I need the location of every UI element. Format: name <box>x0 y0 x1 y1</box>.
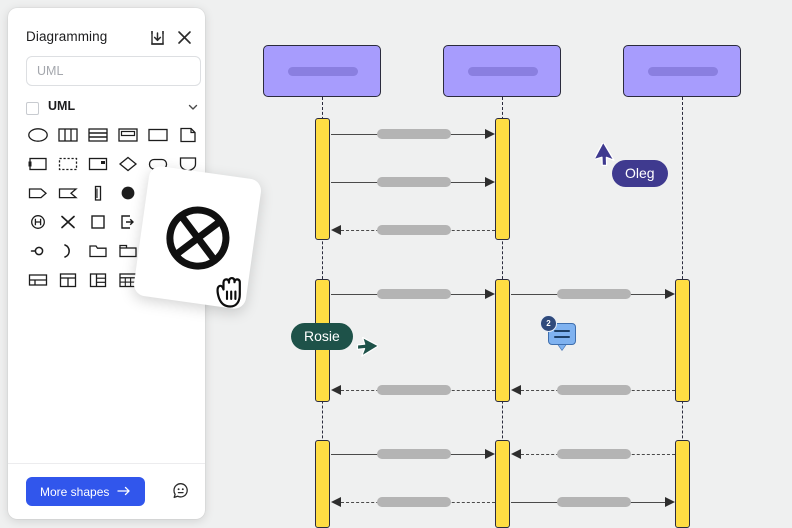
lifeline-label-placeholder <box>468 67 538 76</box>
search-input[interactable] <box>26 56 201 86</box>
feedback-face-icon[interactable] <box>171 481 191 501</box>
cursor-pointer-oleg-icon <box>593 141 617 174</box>
shape-group-row[interactable]: UML <box>26 99 201 119</box>
assembly-connector-icon <box>166 206 229 269</box>
cursor-label-oleg: Oleg <box>612 160 668 187</box>
shape-group-checkbox[interactable] <box>26 102 39 115</box>
chevron-down-icon[interactable] <box>187 100 199 112</box>
shape-rect-header[interactable] <box>113 120 143 149</box>
shape-package-three-column[interactable] <box>53 120 83 149</box>
download-icon[interactable] <box>149 29 166 46</box>
activation-bar-1c[interactable] <box>315 440 330 528</box>
message-label-placeholder <box>557 289 631 299</box>
arrow-head-right-icon <box>665 289 675 299</box>
shape-zigzag-banner[interactable] <box>53 178 83 207</box>
arrow-head-left-icon <box>511 449 521 459</box>
shape-folder[interactable] <box>83 236 113 265</box>
close-icon[interactable] <box>176 29 193 46</box>
more-shapes-label: More shapes <box>40 484 110 499</box>
arrow-head-left-icon <box>331 385 341 395</box>
message-label-placeholder <box>377 449 451 459</box>
arrow-head-left-icon <box>331 225 341 235</box>
message-label-placeholder <box>377 129 451 139</box>
shape-provided-interface[interactable] <box>23 236 53 265</box>
arrow-right-icon <box>117 485 131 499</box>
message-label-placeholder <box>377 177 451 187</box>
shape-rect-corner-mark[interactable] <box>83 149 113 178</box>
activation-bar-1a[interactable] <box>315 118 330 240</box>
shape-exit-box[interactable] <box>113 207 143 236</box>
search-field-wrapper <box>26 56 201 86</box>
more-shapes-button[interactable]: More shapes <box>26 477 146 506</box>
shape-diamond[interactable] <box>113 149 143 178</box>
comment-line <box>554 336 570 339</box>
lifeline-label-placeholder <box>648 67 718 76</box>
comment-count-badge: 2 <box>540 315 557 332</box>
comment-tail <box>557 343 567 350</box>
message-label-placeholder <box>377 289 451 299</box>
shape-cross[interactable] <box>53 207 83 236</box>
activation-bar-2c[interactable] <box>495 440 510 528</box>
arrow-head-right-icon <box>485 289 495 299</box>
shape-dashed-rectangle[interactable] <box>53 149 83 178</box>
message-label-placeholder <box>557 385 631 395</box>
lifeline-label-placeholder <box>288 67 358 76</box>
message-label-placeholder <box>557 449 631 459</box>
lifeline-head-3[interactable] <box>623 45 741 97</box>
shape-table-grid[interactable] <box>113 265 143 294</box>
message-label-placeholder <box>377 497 451 507</box>
comment-line <box>554 330 570 333</box>
activation-bar-2b[interactable] <box>495 279 510 402</box>
arrow-head-right-icon <box>485 129 495 139</box>
lifeline-head-1[interactable] <box>263 45 381 97</box>
shape-half-circle[interactable] <box>53 236 83 265</box>
shape-history-circle[interactable] <box>23 207 53 236</box>
shape-rectangle[interactable] <box>143 120 173 149</box>
shape-ellipse[interactable] <box>23 120 53 149</box>
message-label-placeholder <box>557 497 631 507</box>
shape-group-label: UML <box>48 99 76 113</box>
shape-table-two-column[interactable] <box>53 265 83 294</box>
grab-hand-cursor-icon <box>208 268 256 316</box>
arrow-head-right-icon <box>485 177 495 187</box>
arrow-head-left-icon <box>511 385 521 395</box>
shape-horizontal-bars[interactable] <box>83 120 113 149</box>
cursor-label-rosie: Rosie <box>291 323 353 350</box>
shape-document-corner[interactable] <box>173 120 203 149</box>
shape-vertical-bar[interactable] <box>83 178 113 207</box>
arrow-head-left-icon <box>331 497 341 507</box>
message-label-placeholder <box>377 225 451 235</box>
panel-title: Diagramming <box>26 29 108 44</box>
activation-bar-3a[interactable] <box>675 279 690 402</box>
shape-filled-circle[interactable] <box>113 178 143 207</box>
cursor-pointer-rosie-icon <box>352 336 380 368</box>
panel-footer: More shapes <box>8 463 205 519</box>
message-label-placeholder <box>377 385 451 395</box>
shape-folder-tab[interactable] <box>113 236 143 265</box>
shape-square[interactable] <box>83 207 113 236</box>
drag-preview-card <box>132 164 263 311</box>
shape-table-split[interactable] <box>23 265 53 294</box>
arrow-head-right-icon <box>485 449 495 459</box>
shape-rect-tab-left[interactable] <box>23 149 53 178</box>
shape-tag-arrow[interactable] <box>23 178 53 207</box>
arrow-head-right-icon <box>665 497 675 507</box>
activation-bar-2a[interactable] <box>495 118 510 240</box>
panel-header: Diagramming <box>8 8 205 50</box>
shape-table-rows[interactable] <box>83 265 113 294</box>
diagramming-panel: Diagramming UML <box>8 8 205 519</box>
lifeline-head-2[interactable] <box>443 45 561 97</box>
activation-bar-3b[interactable] <box>675 440 690 528</box>
